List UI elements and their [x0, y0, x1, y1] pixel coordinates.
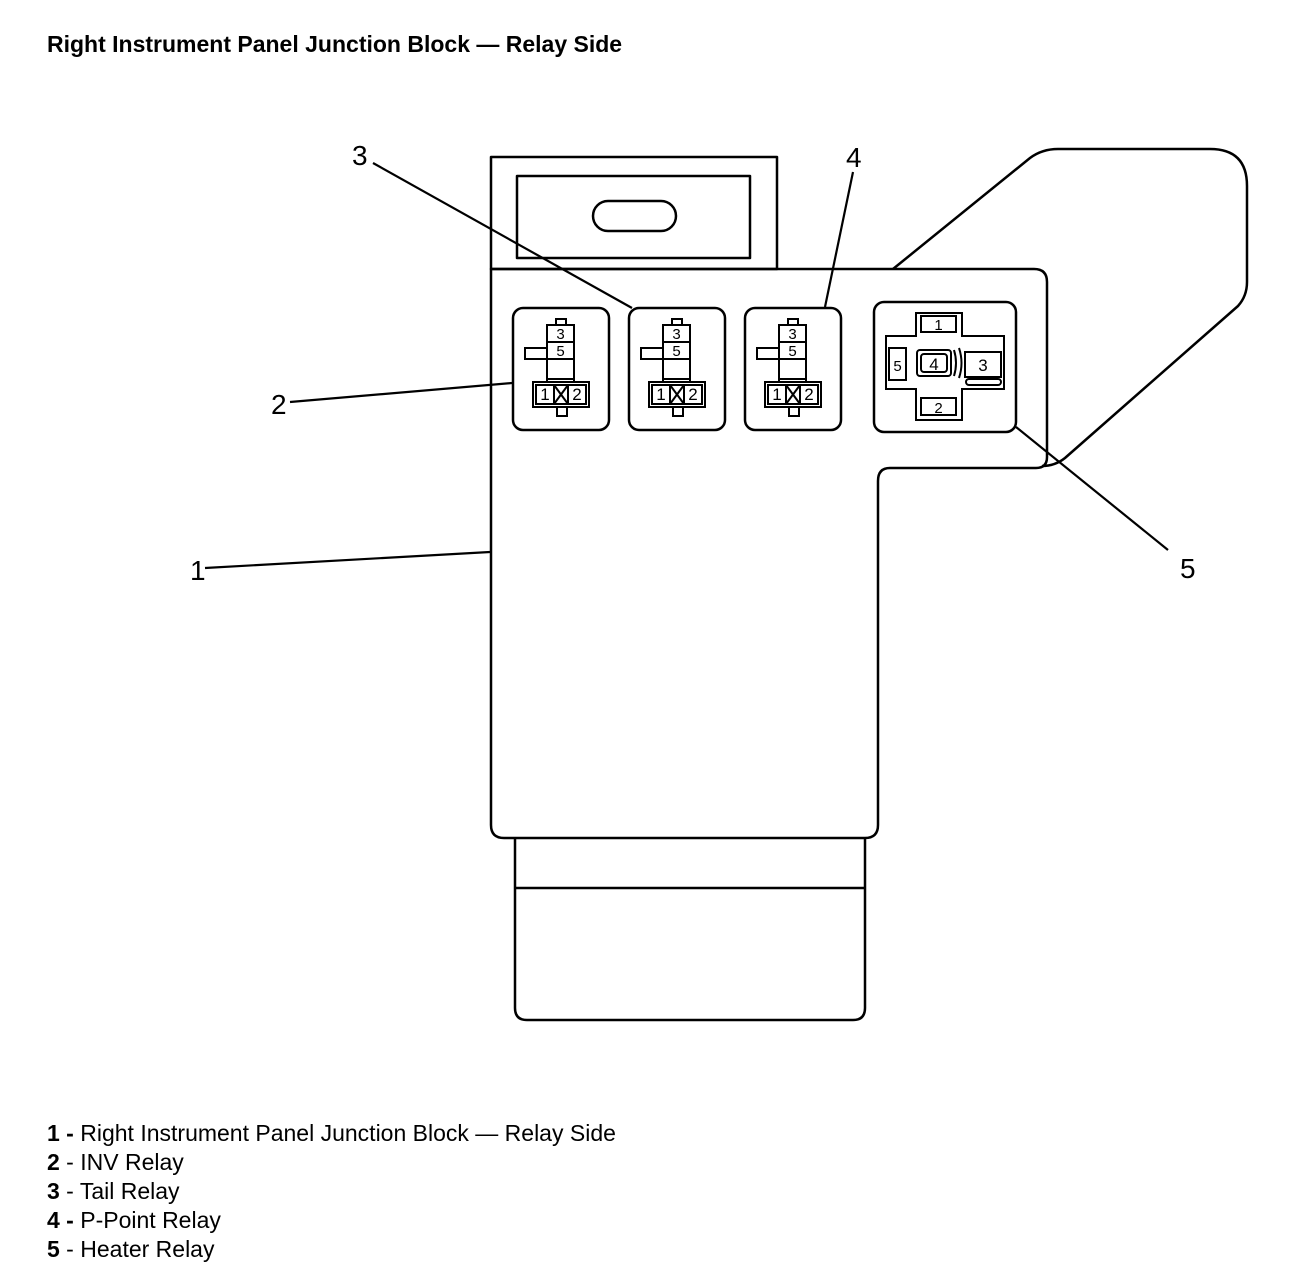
relay-inv: 3 5 1 2: [511, 306, 611, 432]
pin-2-label: 2: [934, 400, 942, 417]
legend-number: 5: [47, 1236, 60, 1262]
pin-1-label: 1: [540, 385, 549, 404]
legend-separator: -: [59, 1236, 81, 1262]
legend-number: 3: [47, 1178, 60, 1204]
leader-line-5: [1015, 426, 1169, 551]
pin-5-label: 5: [788, 343, 796, 360]
legend-text: Right Instrument Panel Junction Block — …: [80, 1120, 616, 1146]
legend-number: 1: [47, 1120, 60, 1146]
diagram-title: Right Instrument Panel Junction Block — …: [47, 31, 623, 57]
harness-ribbon: [892, 147, 1249, 468]
legend-separator: -: [59, 1149, 81, 1175]
pin-3-label: 3: [788, 326, 796, 343]
callout-2: 2: [271, 389, 287, 420]
junction-block-body: [489, 267, 1049, 840]
pin-5-label: 5: [556, 343, 564, 360]
legend-item: 1 - Right Instrument Panel Junction Bloc…: [47, 1119, 616, 1148]
pin-1-label: 1: [934, 317, 942, 334]
callout-5: 5: [1180, 553, 1196, 584]
pin-5-label: 5: [672, 343, 680, 360]
legend-item: 2 - INV Relay: [47, 1148, 616, 1177]
leader-line-2: [289, 381, 513, 404]
legend-text: P-Point Relay: [80, 1207, 221, 1233]
pin-2-label: 2: [688, 385, 697, 404]
relay-tail: 3 5 1 2: [627, 306, 727, 432]
relay-p-point: 3 5 1 2: [743, 306, 843, 432]
pin-3-label: 3: [556, 326, 564, 343]
pin-1-label: 1: [772, 385, 781, 404]
legend-number: 4: [47, 1207, 60, 1233]
pin-5-label: 5: [893, 358, 901, 375]
legend-separator: -: [59, 1178, 80, 1204]
junction-block-diagram: 3 5 1 2 3 5 1 2 3 5 1 2 1 5: [190, 140, 1249, 1022]
pin-3-label: 3: [978, 356, 987, 375]
relay-heater: 1 5 4 3 2: [872, 300, 1018, 434]
leader-line-1: [204, 550, 491, 570]
legend-item: 4 - P-Point Relay: [47, 1206, 616, 1235]
legend-item: 3 - Tail Relay: [47, 1177, 616, 1206]
legend-separator: -: [59, 1120, 81, 1146]
callout-4: 4: [846, 142, 862, 173]
bottom-connector: [513, 838, 867, 1022]
legend-text: INV Relay: [80, 1149, 184, 1175]
pin-2-label: 2: [804, 385, 813, 404]
legend-item: 5 - Heater Relay: [47, 1235, 616, 1264]
legend-number: 2: [47, 1149, 60, 1175]
legend-separator: -: [59, 1207, 81, 1233]
callout-3: 3: [352, 140, 368, 171]
legend-text: Tail Relay: [79, 1178, 180, 1204]
pin-2-label: 2: [572, 385, 581, 404]
leader-line-4: [823, 171, 855, 308]
pin-3-label: 3: [672, 326, 680, 343]
pin-1-label: 1: [656, 385, 665, 404]
callout-1: 1: [190, 555, 206, 586]
pin-4-label: 4: [929, 355, 938, 374]
leader-line-3: [372, 162, 633, 309]
legend: 1 - Right Instrument Panel Junction Bloc…: [47, 1119, 616, 1264]
legend-text: Heater Relay: [80, 1236, 215, 1262]
